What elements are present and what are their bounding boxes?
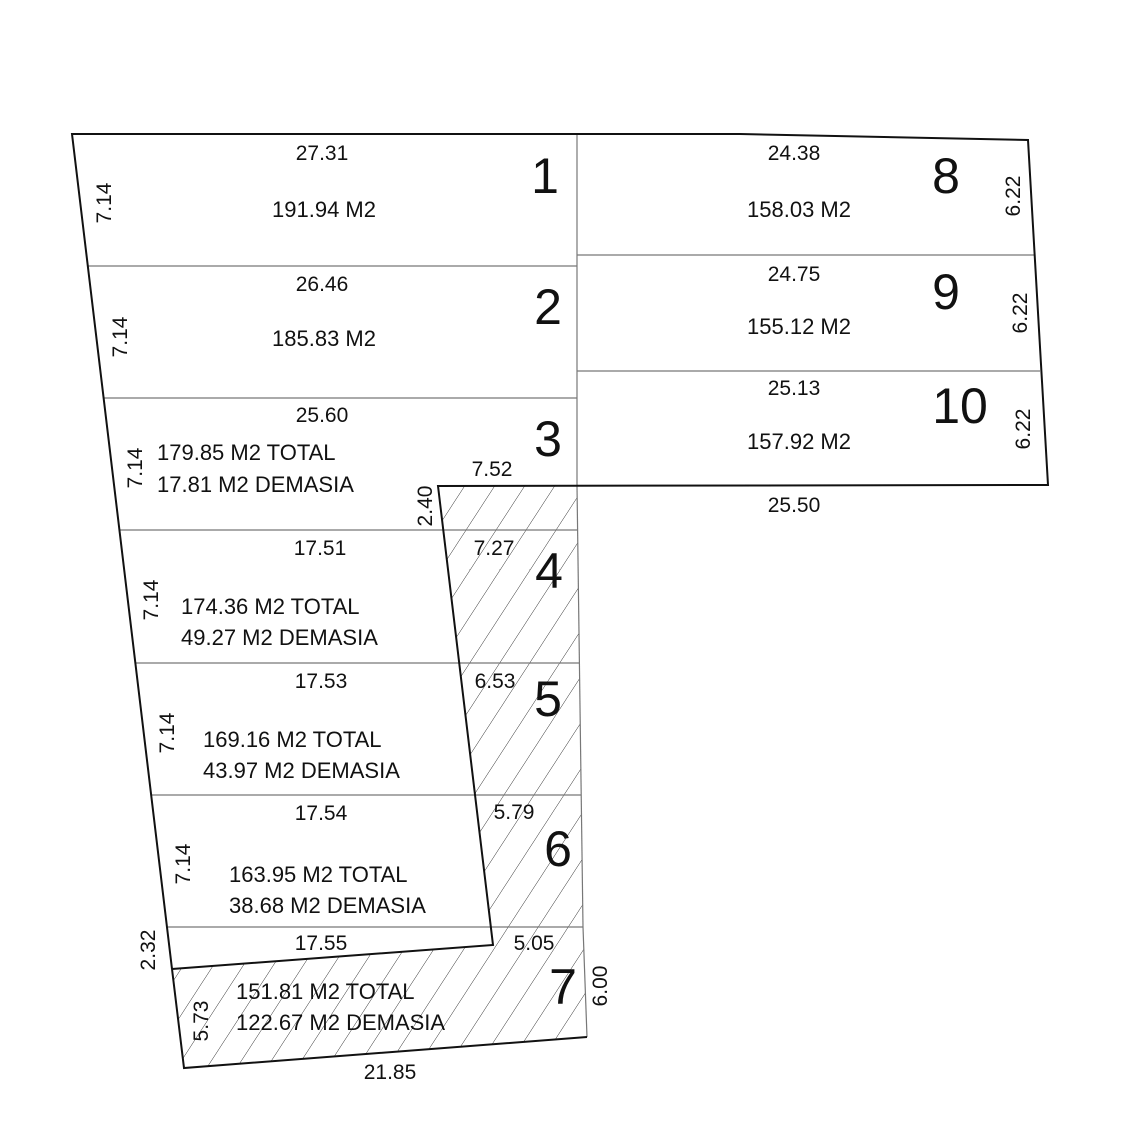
lot-1-width: 27.31 xyxy=(296,142,349,165)
lot-10: 25.13 157.92 M2 10 6.22 25.50 xyxy=(747,377,1035,517)
lot-4-hatched-width: 7.27 xyxy=(474,537,515,560)
lot-6-width: 17.54 xyxy=(295,802,348,825)
lot-8-side: 6.22 xyxy=(1002,176,1025,217)
lot-5-width: 17.53 xyxy=(295,670,348,693)
lot-4-number: 4 xyxy=(535,543,563,599)
lot-7-side: 2.32 xyxy=(137,930,160,971)
lot-6-number: 6 xyxy=(544,821,572,877)
lot-2-number: 2 xyxy=(534,279,562,335)
lot-8-width: 24.38 xyxy=(768,142,821,165)
lot-2-area: 185.83 M2 xyxy=(272,326,376,351)
lot-7-hatched-side: 5.73 xyxy=(190,1001,213,1042)
lot-5: 17.53 169.16 M2 TOTAL 43.97 M2 DEMASIA 5… xyxy=(156,670,562,783)
lot-4-area: 174.36 M2 TOTAL xyxy=(181,594,360,619)
lot-7: 17.55 151.81 M2 TOTAL 122.67 M2 DEMASIA … xyxy=(137,930,612,1084)
lot-9-area: 155.12 M2 xyxy=(747,314,851,339)
lot-7-hatched-width: 5.05 xyxy=(514,932,555,955)
lot-3-area: 179.85 M2 TOTAL xyxy=(157,440,336,465)
property-boundary xyxy=(70,133,1050,1070)
lot-3-width: 25.60 xyxy=(296,404,349,427)
lot-1-area: 191.94 M2 xyxy=(272,197,376,222)
lot-8-number: 8 xyxy=(932,148,960,204)
lot-division-lines xyxy=(88,134,1040,1038)
lot-3-surplus: 17.81 M2 DEMASIA xyxy=(157,472,354,497)
lot-8: 24.38 158.03 M2 8 6.22 xyxy=(747,142,1025,222)
lot-8-area: 158.03 M2 xyxy=(747,197,851,222)
lot-3-hatched-side: 2.40 xyxy=(414,486,437,527)
lot-5-number: 5 xyxy=(534,671,562,727)
lot-6-surplus: 38.68 M2 DEMASIA xyxy=(229,893,426,918)
lot-10-bottom: 25.50 xyxy=(768,494,821,517)
lot-3-hatched-width: 7.52 xyxy=(472,458,513,481)
lot-9-side: 6.22 xyxy=(1009,293,1032,334)
lot-3-side: 7.14 xyxy=(124,447,147,488)
lot-3: 25.60 179.85 M2 TOTAL 17.81 M2 DEMASIA 3… xyxy=(124,404,562,526)
lot-10-area: 157.92 M2 xyxy=(747,429,851,454)
lot-4-surplus: 49.27 M2 DEMASIA xyxy=(181,625,378,650)
lot-7-surplus: 122.67 M2 DEMASIA xyxy=(236,1010,445,1035)
lot-7-number: 7 xyxy=(549,959,577,1015)
lot-5-area: 169.16 M2 TOTAL xyxy=(203,727,382,752)
lot-7-right-side: 6.00 xyxy=(589,966,612,1007)
lot-10-side: 6.22 xyxy=(1012,409,1035,450)
lot-9: 24.75 155.12 M2 9 6.22 xyxy=(747,263,1032,339)
lot-7-area: 151.81 M2 TOTAL xyxy=(236,979,415,1004)
lot-6-hatched-width: 5.79 xyxy=(494,801,535,824)
lot-5-side: 7.14 xyxy=(156,712,179,753)
lot-10-width: 25.13 xyxy=(768,377,821,400)
lot-6: 17.54 163.95 M2 TOTAL 38.68 M2 DEMASIA 6… xyxy=(172,801,572,918)
lot-2: 26.46 185.83 M2 2 7.14 xyxy=(109,273,562,357)
lot-4: 17.51 174.36 M2 TOTAL 49.27 M2 DEMASIA 4… xyxy=(140,537,563,650)
lot-5-surplus: 43.97 M2 DEMASIA xyxy=(203,758,400,783)
lot-1-side: 7.14 xyxy=(93,182,116,223)
lot-6-side: 7.14 xyxy=(172,843,195,884)
lot-2-width: 26.46 xyxy=(296,273,349,296)
lot-4-side: 7.14 xyxy=(140,579,163,620)
lot-5-hatched-width: 6.53 xyxy=(475,670,516,693)
lot-2-side: 7.14 xyxy=(109,316,132,357)
lot-10-number: 10 xyxy=(932,378,988,434)
lot-7-width: 17.55 xyxy=(295,932,348,955)
lot-4-width: 17.51 xyxy=(294,537,347,560)
lot-9-width: 24.75 xyxy=(768,263,821,286)
lot-7-bottom: 21.85 xyxy=(364,1061,417,1084)
lot-9-number: 9 xyxy=(932,264,960,320)
lot-1-number: 1 xyxy=(531,148,559,204)
lot-3-number: 3 xyxy=(534,411,562,467)
lot-6-area: 163.95 M2 TOTAL xyxy=(229,862,408,887)
lot-1: 27.31 191.94 M2 1 7.14 xyxy=(93,142,559,223)
